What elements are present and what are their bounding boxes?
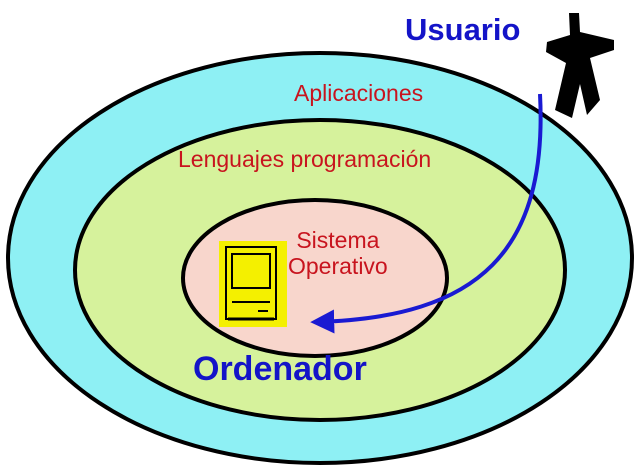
languages-label: Lenguajes programación — [178, 146, 432, 172]
operating-system-label: Sistema Operativo — [288, 227, 388, 279]
applications-label: Aplicaciones — [294, 80, 424, 106]
os-label-line1: Sistema — [296, 227, 380, 253]
user-label: Usuario — [405, 12, 521, 47]
person-silhouette-icon — [546, 13, 614, 118]
os-label-line2: Operativo — [288, 253, 388, 279]
computer-icon — [219, 241, 287, 327]
computer-label: Ordenador — [193, 350, 367, 388]
interaction-arrow — [310, 93, 543, 334]
